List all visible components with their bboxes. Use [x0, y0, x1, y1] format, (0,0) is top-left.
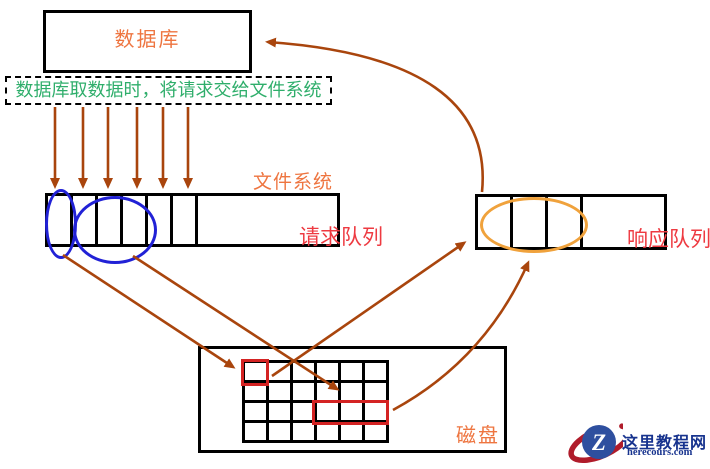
disk-sector-cell — [269, 383, 290, 400]
disk-sector-cell — [341, 383, 362, 400]
annotation-text: 数据库取数据时，将请求交给文件系统 — [15, 80, 322, 100]
logo-circle-icon — [582, 425, 616, 459]
request-queue-cell — [148, 196, 173, 244]
disk-sector-cell — [365, 363, 386, 380]
disk-sector-cell — [317, 403, 338, 420]
disk-sector-cell — [341, 363, 362, 380]
disk-sector-cell — [341, 403, 362, 420]
orange-circle-response-cells — [480, 197, 588, 253]
disk-sector-cell — [269, 403, 290, 420]
disk-sector-cell — [365, 383, 386, 400]
blue-circle-head-cell — [45, 189, 77, 259]
disk-sector-cell — [365, 403, 386, 420]
disk-sector-cell — [293, 423, 314, 440]
response-queue-label: 响应队列 — [627, 228, 710, 251]
disk-highlight-row — [312, 400, 389, 425]
watermark-logo: Z — [568, 423, 623, 464]
blue-circle-batch-cells — [73, 196, 157, 264]
disk-sector-cell — [245, 403, 266, 420]
disk-sector-cell — [293, 383, 314, 400]
logo-letter: Z — [591, 430, 606, 455]
disk-highlight-cell — [241, 359, 269, 386]
annotation-box: 数据库取数据时，将请求交给文件系统 — [5, 76, 332, 105]
disk-label: 磁盘 — [456, 425, 500, 447]
database-label: 数据库 — [114, 29, 181, 51]
annotation-to-request-queue-arrows — [50, 107, 193, 189]
disk-sector-cell — [269, 423, 290, 440]
request-queue-cell — [173, 196, 198, 244]
disk-sector-cell — [317, 363, 338, 380]
disk-sector-cell — [269, 363, 290, 380]
disk-sector-cell — [341, 423, 362, 440]
disk-sector-cell — [245, 423, 266, 440]
request-queue-label: 请求队列 — [299, 226, 383, 249]
disk-sector-cell — [365, 423, 386, 440]
database-box: 数据库 — [43, 10, 252, 73]
disk-sector-cell — [293, 403, 314, 420]
disk-sector-cell — [293, 363, 314, 380]
disk-sector-cell — [317, 423, 338, 440]
logo-swoosh-icon — [568, 423, 623, 464]
disk-sector-cell — [317, 383, 338, 400]
watermark-site-domain: herecours.com — [627, 447, 693, 458]
watermark-site-name: 这里教程网 — [622, 435, 708, 452]
file-system-label: 文件系统 — [253, 172, 334, 193]
